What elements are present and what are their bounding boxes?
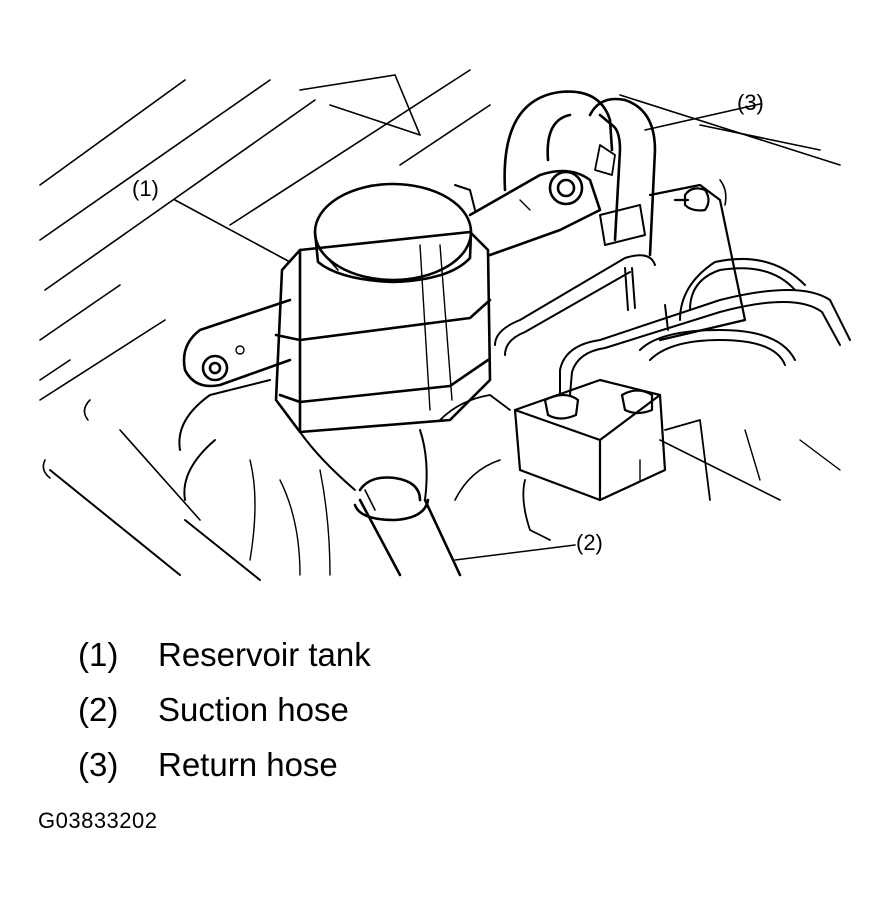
return-hose xyxy=(503,90,657,257)
callout-3: (3) xyxy=(737,90,764,115)
hydraulic-unit xyxy=(513,378,761,541)
callout-1: (1) xyxy=(132,176,159,201)
legend-number: (1) xyxy=(78,636,119,673)
engine-bay-illustration xyxy=(39,69,851,581)
engine-body-shapes xyxy=(42,379,841,581)
background-panel-lines xyxy=(39,69,841,401)
right-bracket xyxy=(648,179,747,342)
legend-number: (3) xyxy=(78,746,119,783)
callout-2: (2) xyxy=(576,530,603,555)
legend-label: Suction hose xyxy=(158,691,349,728)
legend-number: (2) xyxy=(78,691,119,728)
legend-label: Return hose xyxy=(158,746,338,783)
legend-label: Reservoir tank xyxy=(158,636,371,673)
leader-lines xyxy=(174,103,761,561)
figure-id: G03833202 xyxy=(38,808,158,833)
suction-hose xyxy=(299,429,462,577)
fluid-lines xyxy=(494,254,851,396)
reservoir-tank xyxy=(182,169,602,434)
